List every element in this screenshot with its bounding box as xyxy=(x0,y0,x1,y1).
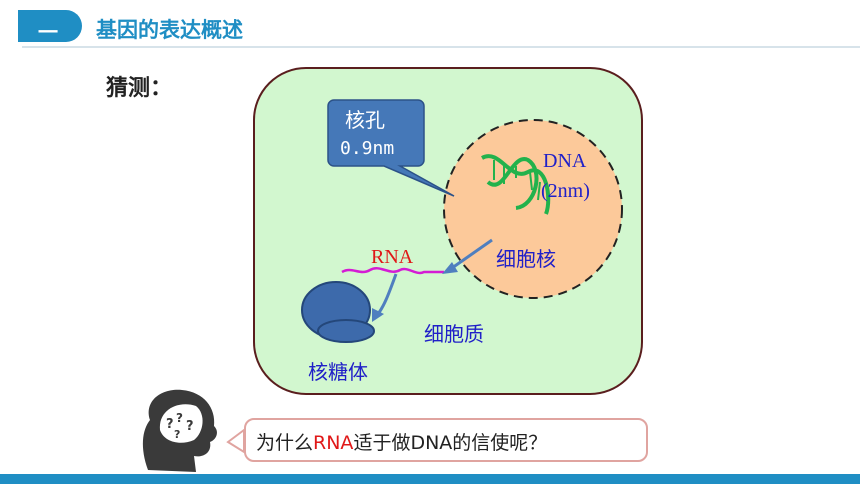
dna-size-label: (2nm) xyxy=(541,180,590,202)
dna-helix-icon xyxy=(481,154,551,215)
cytoplasm-label: 细胞质 xyxy=(424,322,484,346)
nucleus-label: 细胞核 xyxy=(496,247,556,271)
rna-label: RNA xyxy=(371,246,414,268)
question-text: 为什么RNA适于做DNA的信使呢？ xyxy=(256,428,547,455)
rna-strand xyxy=(341,267,444,275)
pore-callout-box xyxy=(327,99,455,197)
nucleus xyxy=(443,119,623,299)
question-part1: 为什么 xyxy=(256,432,314,454)
pore-size-label: 0.9nm xyxy=(340,138,395,159)
svg-text:?: ? xyxy=(174,428,180,441)
footer-bar xyxy=(0,474,860,484)
section-number: 一 xyxy=(38,20,58,44)
question-bubble xyxy=(244,418,648,462)
dna-label: DNA xyxy=(543,150,587,172)
header-divider xyxy=(22,46,860,48)
page-title: 基因的表达概述 xyxy=(96,18,243,42)
thinking-head-icon: ? ? ? ? xyxy=(142,389,217,472)
section-badge: 一 xyxy=(18,10,82,44)
question-part2: 适于做DNA的信使呢？ xyxy=(353,432,548,454)
guess-label: 猜测： xyxy=(106,76,173,101)
pore-label: 核孔 xyxy=(345,108,385,132)
svg-text:?: ? xyxy=(166,417,174,432)
export-arrow xyxy=(451,238,493,270)
question-highlight: RNA xyxy=(313,432,354,454)
svg-text:?: ? xyxy=(176,411,183,425)
svg-text:?: ? xyxy=(186,419,194,434)
ribosome-icon xyxy=(301,281,375,343)
ribosome-label: 核糖体 xyxy=(308,360,368,384)
